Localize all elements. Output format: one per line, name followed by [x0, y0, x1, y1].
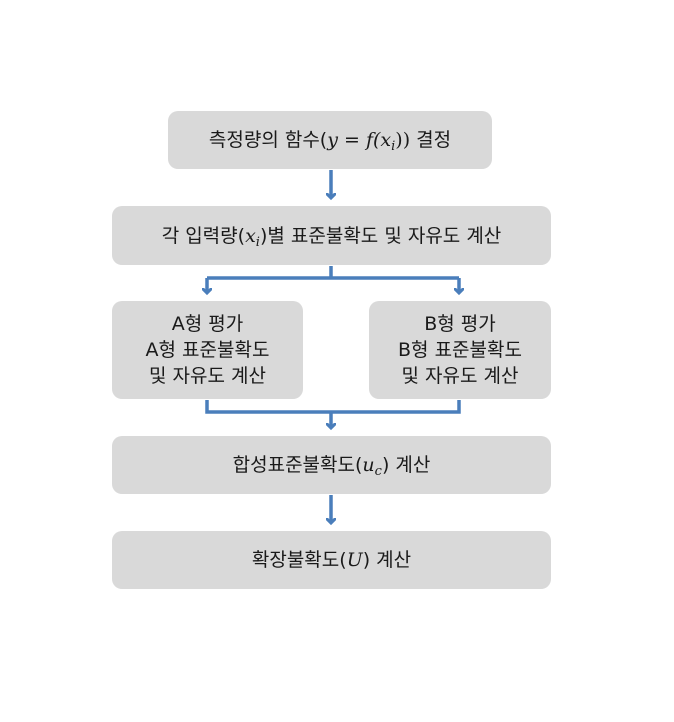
step2-post: )별 표준불확도 및 자유도 계산 — [259, 224, 502, 247]
step1-var: x — [380, 129, 392, 151]
step2-pre: 각 입력량( — [161, 224, 246, 247]
step4-pre: 합성표준불확도( — [232, 454, 363, 476]
step-expanded-uncertainty: 확장불확도(U) 계산 — [112, 531, 551, 589]
step4-sub: c — [374, 464, 382, 479]
step1-eq: y = f( — [327, 129, 381, 151]
step5-post: ) 계산 — [362, 549, 412, 571]
merge-connector — [205, 400, 461, 414]
step1-post1: )) — [395, 129, 411, 151]
step4-post: ) 계산 — [381, 454, 431, 476]
step2-var: x — [245, 224, 256, 247]
step1-sub: i — [391, 139, 396, 154]
type-a-line-1: A형 평가 — [171, 313, 244, 335]
type-b-line-3: 및 자유도 계산 — [401, 365, 519, 387]
step4-var: u — [362, 454, 375, 476]
step2-sub: i — [255, 234, 260, 250]
step-input-uncertainty: 각 입력량(xi)별 표준불확도 및 자유도 계산 — [112, 206, 551, 265]
step-type-b-evaluation: B형 평가 B형 표준불확도 및 자유도 계산 — [369, 301, 551, 399]
step5-pre: 확장불확도( — [251, 549, 347, 571]
type-a-line-3: 및 자유도 계산 — [149, 365, 266, 387]
step-combined-uncertainty: 합성표준불확도(uc) 계산 — [112, 436, 551, 494]
step1-pre: 측정량의 함수( — [208, 129, 328, 151]
step1-post2: 결정 — [410, 129, 452, 151]
type-b-line-1: B형 평가 — [424, 313, 496, 335]
step-determine-function: 측정량의 함수(y = f(xi)) 결정 — [168, 111, 492, 169]
step5-var: U — [346, 549, 363, 571]
split-connector — [207, 266, 459, 280]
type-a-line-2: A형 표준불확도 — [145, 339, 270, 361]
type-b-line-2: B형 표준불확도 — [398, 339, 522, 361]
step-type-a-evaluation: A형 평가 A형 표준불확도 및 자유도 계산 — [112, 301, 303, 399]
